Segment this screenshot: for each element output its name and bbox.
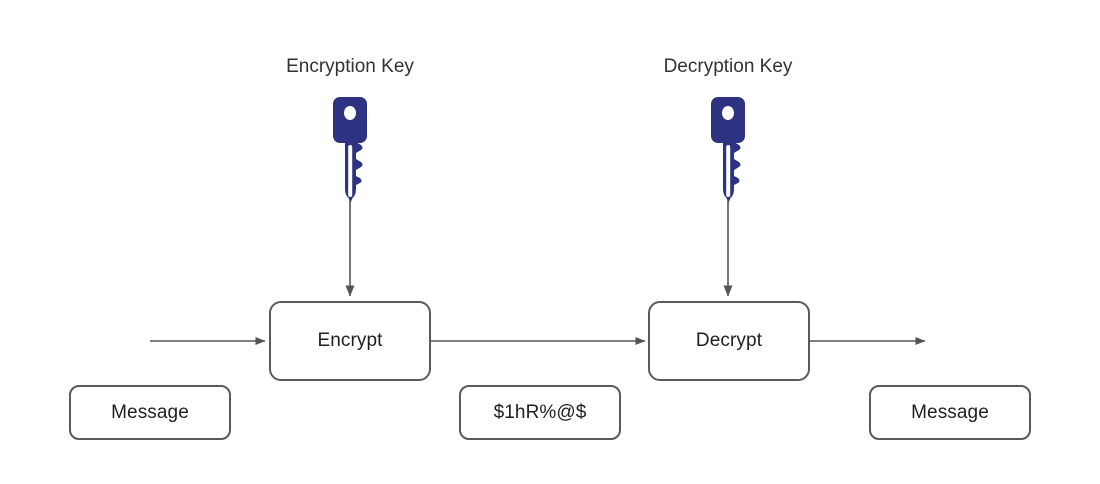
- key-shaft-slot: [726, 145, 731, 197]
- key-hole: [722, 106, 734, 120]
- decrypt-node[interactable]: Decrypt: [648, 301, 810, 381]
- ciphertext-node[interactable]: $1hR%@$: [459, 385, 621, 440]
- encrypt-node[interactable]: Encrypt: [269, 301, 431, 381]
- encryption-key-label: Encryption Key: [286, 56, 414, 77]
- key-shaft-slot: [348, 145, 353, 197]
- decryption-key-label: Decryption Key: [663, 56, 793, 77]
- plaintext-output-node[interactable]: Message: [869, 385, 1031, 440]
- key-icon-decryption: [711, 97, 745, 203]
- key-hole: [344, 106, 356, 120]
- key-icon-encryption: [333, 97, 367, 203]
- plaintext-input-node[interactable]: Message: [69, 385, 231, 440]
